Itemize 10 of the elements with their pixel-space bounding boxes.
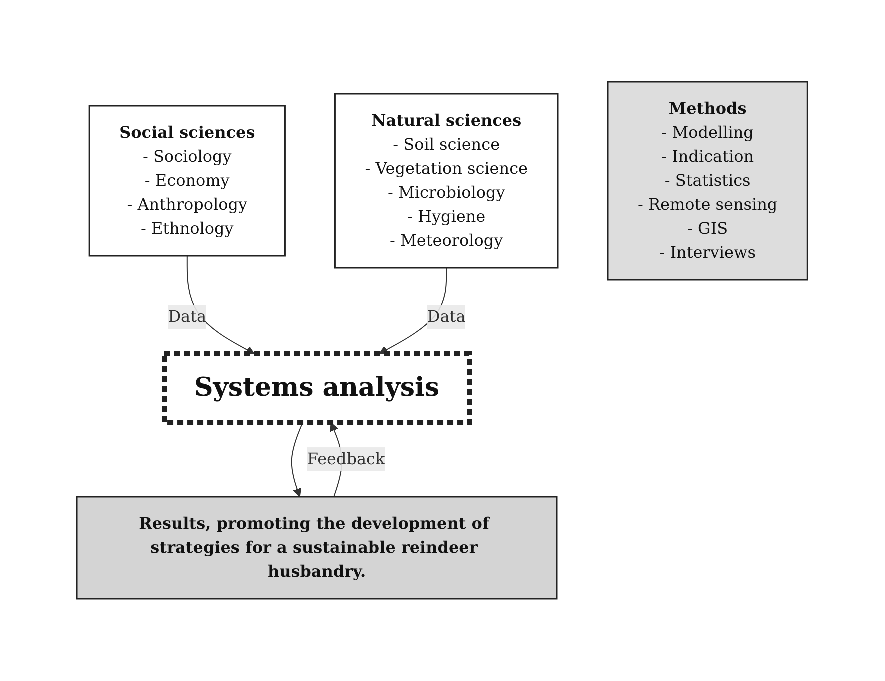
- edge-label: Feedback: [308, 450, 386, 469]
- node-box: [334, 93, 559, 269]
- node-box: [162, 352, 472, 426]
- node-box: [607, 81, 809, 281]
- node-box: [76, 496, 558, 600]
- node-box: [89, 105, 286, 257]
- edge-label: Data: [428, 306, 466, 326]
- arrow: [292, 422, 304, 498]
- diagram-drawing: Data Data Feedback Social sciences - Sociology - Economy - Anthropology - Ethnology Natural sciences - Soil science - Vegetation science - Microbiology - Hygiene - Meteorology Systems analysis Methods - Modelling - Indication - Statistics - Remote sensing - GIS - Interviews Results, promoting the development of strategies for a sustainable reindeer husbandry.: [69, 74, 816, 607]
- edge-label: Data: [168, 306, 207, 326]
